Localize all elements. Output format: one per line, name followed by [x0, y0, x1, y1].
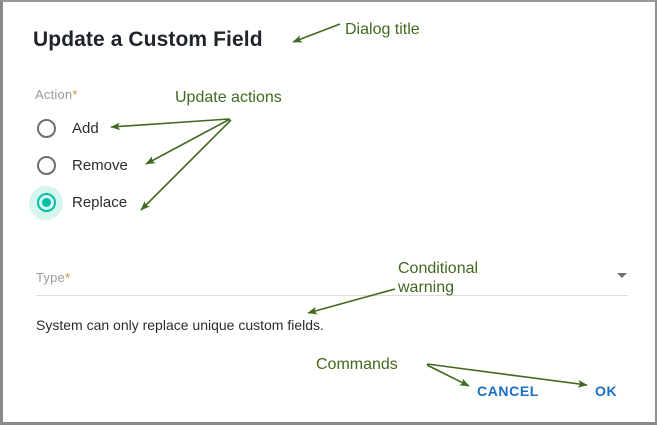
radio-circle-icon	[36, 156, 56, 175]
action-field-label: Action*	[35, 87, 78, 102]
radio-circle-icon	[36, 119, 56, 138]
type-select-underline	[36, 295, 628, 296]
radio-label-replace: Replace	[72, 194, 128, 211]
radio-label-remove: Remove	[72, 157, 128, 174]
action-required-asterisk: *	[72, 87, 78, 102]
radio-option-remove[interactable]: Remove	[29, 147, 219, 184]
conditional-warning-text: System can only replace unique custom fi…	[36, 317, 324, 333]
radio-halo-replace	[29, 185, 63, 220]
radio-label-add: Add	[72, 120, 99, 137]
cancel-button[interactable]: CANCEL	[477, 383, 539, 399]
radio-halo-remove	[29, 149, 63, 183]
type-required-asterisk: *	[64, 270, 71, 285]
type-field-label: Type*	[36, 270, 70, 285]
radio-option-add[interactable]: Add	[29, 110, 219, 147]
update-custom-field-dialog: Update a Custom Field Action* Add Remove	[3, 2, 655, 422]
radio-halo-add	[29, 112, 63, 146]
radio-dot-icon	[42, 124, 51, 133]
chevron-down-icon[interactable]	[617, 273, 627, 278]
action-radio-group[interactable]: Add Remove Replace	[29, 110, 219, 221]
dialog-title: Update a Custom Field	[33, 28, 263, 51]
type-label-text: Type	[36, 270, 65, 285]
action-label-text: Action	[35, 87, 73, 102]
type-select[interactable]	[36, 260, 628, 296]
radio-dot-icon	[41, 198, 51, 207]
radio-option-replace[interactable]: Replace	[29, 184, 219, 221]
radio-circle-icon	[36, 193, 56, 212]
radio-dot-icon	[42, 161, 51, 170]
ok-button[interactable]: OK	[595, 383, 618, 399]
